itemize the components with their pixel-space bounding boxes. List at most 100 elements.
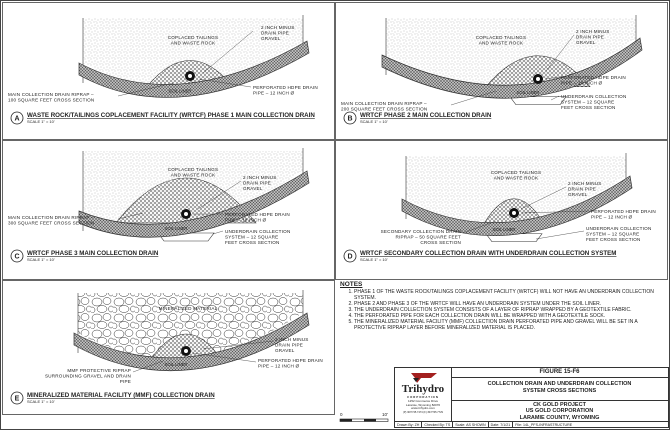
pipe-label: PERFORATED HDPE DRAIN	[225, 212, 290, 217]
leader-line	[450, 90, 497, 106]
gravel-label: 2 INCH MINUS	[261, 25, 295, 30]
pipe-label: PERFORATED HDPE DRAIN	[258, 358, 323, 363]
gravel-label: GRAVEL	[243, 186, 263, 191]
figure-title: COLLECTION DRAIN AND UNDERDRAIN COLLECTI…	[451, 377, 668, 401]
project-name: CK GOLD PROJECT	[533, 402, 586, 408]
address-line: 1252 Commerce Drive	[407, 399, 438, 403]
date-field: Date: 7/1/21	[489, 422, 514, 427]
section-marker	[10, 391, 24, 405]
section-scale: SCALE 1" = 10'	[360, 119, 388, 124]
leader-line	[550, 95, 560, 101]
address-line: Laramie, Wyoming 82070	[405, 402, 441, 407]
fill-material-label: COPLACED TAILINGS	[168, 167, 218, 172]
section-letter: B	[347, 115, 352, 122]
phone-line: (P) 307/745.7474 (F) 307/745.7729	[402, 410, 443, 414]
fill-material-region	[83, 18, 303, 85]
soil-liner-label: SOIL LINER	[165, 362, 188, 367]
gravel-label: 2 INCH MINUS	[568, 181, 602, 186]
underdrain-label: FEET CROSS SECTION	[225, 240, 280, 245]
pipe-label: PERFORATED HDPE DRAIN	[591, 209, 656, 214]
gravel-label: GRAVEL	[275, 348, 295, 353]
fill-material-label: COPLACED TAILINGS	[491, 170, 541, 175]
riprap-label: 100 SQUARE FEET CROSS SECTION	[8, 98, 94, 103]
section-title: WASTE ROCK/TAILINGS COPLACEMENT FACILITY…	[27, 112, 315, 119]
project-info: CK GOLD PROJECT US GOLD CORPORATION LARA…	[451, 401, 668, 421]
scale-bar: 0 10'	[339, 412, 389, 422]
scale-field: Scale: AS SHOWN	[453, 422, 489, 427]
riprap-label: CROSS SECTION	[420, 240, 461, 245]
fill-material-region	[386, 18, 636, 86]
riprap-label: SECONDARY COLLECTION DRAIN	[381, 229, 461, 234]
gravel-label: GRAVEL	[261, 36, 281, 41]
section-scale: SCALE 1" = 10'	[27, 399, 55, 404]
figure-title-line: COLLECTION DRAIN AND UNDERDRAIN COLLECTI…	[487, 381, 632, 387]
address-line: www.trihydro.com	[411, 406, 435, 411]
fill-material-region	[78, 293, 303, 358]
fill-material-label: COPLACED TAILINGS	[476, 35, 526, 40]
leader-line	[545, 76, 560, 80]
fill-material-label: COPLACED TAILINGS	[168, 35, 218, 40]
leader-line	[197, 180, 242, 210]
figure-title-line: SYSTEM CROSS SECTIONS	[522, 388, 597, 394]
riprap-label: SURROUNDING GRAVEL AND DRAIN	[45, 374, 131, 379]
pipe-label: PIPE – 18 INCH Ø	[561, 81, 602, 86]
riprap-soil-liner-band	[78, 170, 310, 238]
section-marker	[10, 111, 24, 125]
section-title: WRTCF PHASE 2 MAIN COLLECTION DRAIN	[360, 112, 492, 119]
leader-line	[192, 352, 257, 363]
riprap-label: MMF PROTECTIVE RIPRAP	[67, 368, 131, 373]
fill-material-label: AND WASTE ROCK	[479, 41, 524, 46]
pipe-label: PERFORATED HDPE DRAIN	[253, 85, 318, 90]
note-item: THE UNDERDRAIN COLLECTION SYSTEM CONSIST…	[354, 307, 665, 313]
underdrain-label: FEET CROSS SECTION	[586, 237, 641, 242]
figure-number: FIGURE 15-F6	[451, 368, 668, 378]
note-item: THE MINERALIZED MATERIAL FACILITY (MMF) …	[354, 319, 665, 331]
gravel-label: 2 INCH MINUS	[243, 175, 277, 180]
underdrain-label: UNDERDRAIN COLLECTION	[561, 94, 626, 99]
leader-line	[535, 230, 585, 240]
drain-pipe-bore	[184, 349, 188, 353]
leader-line	[202, 30, 254, 74]
title-block-footer: Drawn By: ZH Checked By: TS Scale: AS SH…	[395, 421, 668, 427]
underdrain-label: UNDERDRAIN COLLECTION	[225, 229, 290, 234]
underdrain-label: SYSTEM – 12 SQUARE	[561, 100, 614, 105]
leader-line	[212, 230, 224, 235]
note-item: PHASE 1 OF THE WASTE ROCK/TAILINGS COPLA…	[354, 289, 665, 301]
client-name: US GOLD CORPORATION	[525, 408, 594, 415]
gravel-label: GRAVEL	[576, 40, 596, 45]
location: LARAMIE COUNTY, WYOMING	[519, 414, 600, 421]
soil-liner-label: SOIL LINER	[165, 226, 188, 231]
riprap-label: 300 SQUARE FEET CROSS SECTION	[8, 221, 94, 226]
drain-pipe-bore	[512, 211, 516, 215]
logo-mark-icon	[411, 373, 437, 383]
leader-line	[520, 186, 567, 210]
section-letter: D	[347, 253, 352, 260]
fill-material-label: AND WASTE ROCK	[494, 176, 539, 181]
drain-pipe-bore	[188, 74, 192, 78]
logo-text: Trihydro	[401, 383, 445, 395]
riprap-soil-liner-band	[78, 40, 310, 98]
drawn-by: Drawn By: ZH	[395, 422, 423, 427]
leader-line	[462, 220, 497, 234]
pipe-label: PIPE – 18 INCH Ø	[225, 218, 266, 223]
notes-section: NOTES PHASE 1 OF THE WASTE ROCK/TAILINGS…	[340, 281, 665, 331]
pipe-label: PIPE – 12 INCH Ø	[591, 215, 632, 220]
section-scale: SCALE 1" = 10'	[27, 119, 55, 124]
gravel-label: GRAVEL	[568, 192, 588, 197]
section-letter: A	[14, 115, 19, 122]
fill-material-label: AND WASTE ROCK	[171, 41, 216, 46]
riprap-label: MAIN COLLECTION DRAIN RIPRAP –	[8, 215, 94, 220]
underdrain-label: FEET CROSS SECTION	[561, 105, 616, 110]
gravel-label: 2 INCH MINUS	[275, 337, 309, 342]
fill-material-region	[406, 156, 626, 223]
underdrain-label: SYSTEM – 12 SQUARE	[586, 232, 639, 237]
leader-line	[132, 360, 164, 373]
note-item: PHASE 2 AND PHASE 3 OF THE WRTCF WILL HA…	[354, 301, 665, 307]
file-field: File: 14L_PFS-INFRASTRUCTURE	[515, 423, 573, 427]
drain-pipe-bore	[184, 212, 188, 216]
section-letter: E	[15, 395, 20, 402]
scale-bar-end: 10'	[382, 412, 388, 417]
